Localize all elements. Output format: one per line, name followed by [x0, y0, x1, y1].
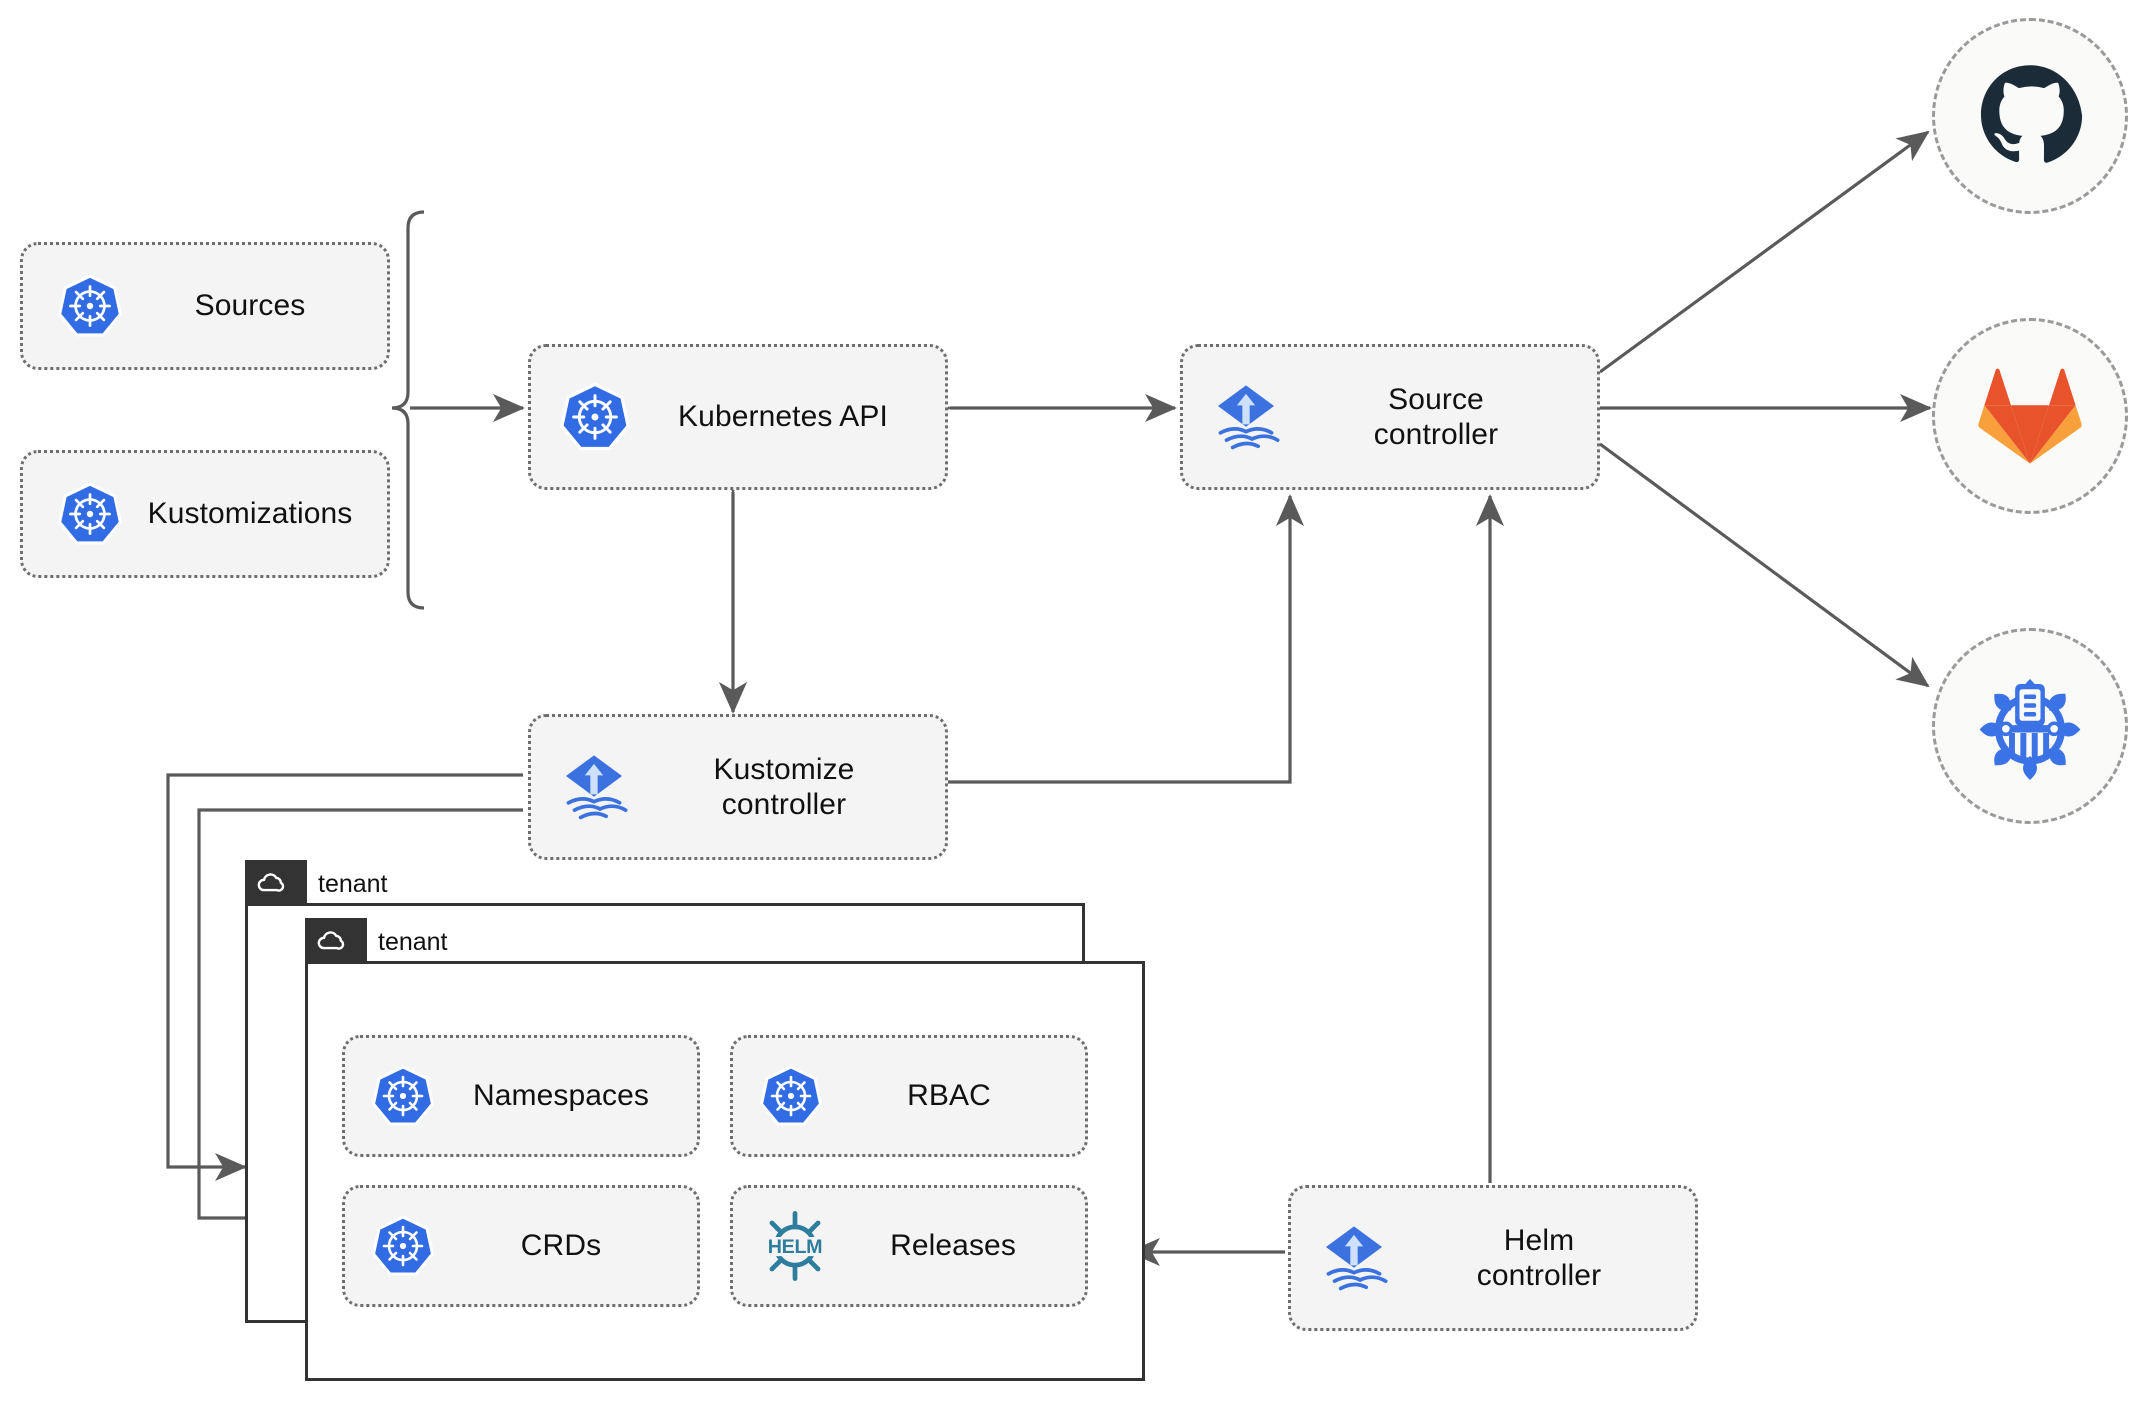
kubernetes-icon	[57, 273, 123, 339]
node-label-rbac: RBAC	[907, 1079, 991, 1113]
flux-icon	[1315, 1219, 1393, 1297]
kubernetes-icon	[371, 1064, 435, 1128]
helm-icon: HELM	[759, 1210, 831, 1282]
github-icon	[1980, 65, 2083, 163]
node-label-helm-controller-line1: Helm	[1503, 1223, 1575, 1257]
kubernetes-icon	[371, 1214, 435, 1278]
node-kustomize-controller[interactable]: Kustomize controller	[528, 714, 948, 860]
node-crds[interactable]: CRDs	[342, 1185, 700, 1307]
node-label-kustomize-controller-line2: controller	[721, 788, 847, 821]
node-releases[interactable]: HELM Releases	[730, 1185, 1088, 1307]
provider-helm-repository[interactable]	[1932, 628, 2128, 824]
tenant-tab-front	[305, 918, 367, 964]
flux-icon	[555, 748, 633, 826]
kubernetes-icon	[559, 381, 631, 453]
node-label-source-controller-line1: Source	[1388, 382, 1484, 416]
node-namespaces[interactable]: Namespaces	[342, 1035, 700, 1157]
tenant-tab-back	[245, 860, 307, 906]
provider-gitlab[interactable]	[1932, 318, 2128, 514]
node-label-releases: Releases	[890, 1229, 1016, 1263]
node-label-source-controller-line2: controller	[1373, 418, 1499, 451]
cloud-icon	[317, 931, 345, 950]
node-label-helm-controller-line2: controller	[1476, 1259, 1602, 1292]
node-label-source-controller: Source controller	[1285, 382, 1597, 453]
node-label-kustomize-controller: Kustomize controller	[633, 752, 945, 823]
tenant-label-front: tenant	[378, 928, 448, 956]
node-label-crds: CRDs	[520, 1229, 602, 1263]
node-label-kustomize-controller-line1: Kustomize	[713, 752, 855, 786]
node-label-helm-controller: Helm controller	[1393, 1223, 1695, 1294]
helm-repository-icon	[1979, 679, 2081, 780]
node-source-controller[interactable]: Source controller	[1180, 344, 1600, 490]
kubernetes-icon	[57, 481, 123, 547]
node-label-namespaces: Namespaces	[472, 1079, 650, 1113]
provider-github[interactable]	[1932, 18, 2128, 214]
kubernetes-icon	[759, 1064, 823, 1128]
tenant-frame-front: tenant	[305, 918, 1145, 1381]
node-kustomizations[interactable]: Kustomizations	[20, 450, 390, 578]
node-helm-controller[interactable]: Helm controller	[1288, 1185, 1698, 1331]
cloud-icon	[257, 873, 285, 892]
flux-icon	[1207, 378, 1285, 456]
node-kubernetes-api[interactable]: Kubernetes API	[528, 344, 948, 490]
node-rbac[interactable]: RBAC	[730, 1035, 1088, 1157]
tenant-label-back: tenant	[318, 870, 388, 898]
node-sources[interactable]: Sources	[20, 242, 390, 370]
svg-text:HELM: HELM	[768, 1236, 822, 1258]
gitlab-icon	[1978, 368, 2082, 464]
node-label-kubernetes-api: Kubernetes API	[678, 400, 888, 434]
node-label-kustomizations: Kustomizations	[147, 497, 353, 531]
node-label-sources: Sources	[194, 289, 306, 323]
